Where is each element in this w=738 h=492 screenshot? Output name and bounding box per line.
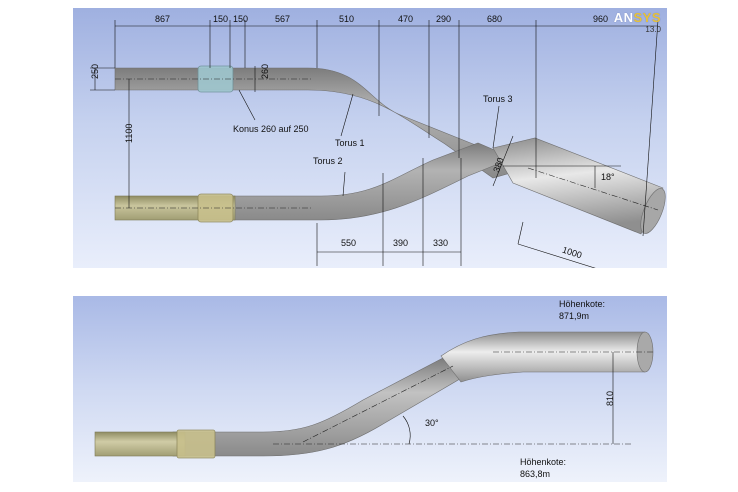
- dim-390: 390: [393, 238, 408, 248]
- dim-250: 250: [90, 64, 100, 79]
- main-pipe: [492, 137, 664, 235]
- dim-330: 330: [433, 238, 448, 248]
- ansys-logo: ANSYS: [613, 10, 661, 25]
- dim-810: 810: [605, 391, 615, 406]
- label-torus3: Torus 3: [483, 94, 513, 104]
- dim-150b: 150: [233, 14, 248, 24]
- dim-380: 380: [491, 156, 506, 174]
- dim-angle-18: 18°: [601, 172, 615, 182]
- dim-1100: 1100: [124, 124, 134, 143]
- dim-470: 470: [398, 14, 413, 24]
- label-torus1: Torus 1: [335, 138, 365, 148]
- ansys-version: 13.0: [645, 25, 661, 34]
- top-dimension-lines: [114, 19, 659, 237]
- dim-510: 510: [339, 14, 354, 24]
- elevation-bottom-value: 863,8m: [520, 469, 551, 479]
- elevation-top-label: Höhenkote:: [559, 299, 606, 309]
- dim-550: 550: [341, 238, 356, 248]
- top-view-panel: 867 150 150 567 510 470 290 680 960 250 …: [73, 8, 667, 268]
- dim-290: 290: [436, 14, 451, 24]
- lower-pipe: [232, 142, 514, 221]
- dim-567: 567: [275, 14, 290, 24]
- side-konus: [176, 429, 216, 459]
- elevation-bottom: Höhenkote: 863,8m: [520, 456, 566, 480]
- dim-angle-30: 30°: [425, 418, 439, 428]
- label-konus: Konus 260 auf 250: [233, 124, 309, 134]
- dim-1000: 1000: [561, 245, 583, 261]
- top-view-drawing: 867 150 150 567 510 470 290 680 960 250 …: [90, 14, 666, 268]
- side-pipe: [172, 357, 466, 457]
- dim-150a: 150: [213, 14, 228, 24]
- top-dimension-values: 867 150 150 567 510 470 290 680 960: [155, 14, 608, 24]
- side-view-panel: 810 30° Höhenkote: 871,9m Höhenkote: 863…: [73, 296, 667, 482]
- elevation-bottom-label: Höhenkote:: [520, 457, 567, 467]
- dim-867: 867: [155, 14, 170, 24]
- side-view-drawing: 810 30°: [94, 331, 654, 459]
- side-pipe-yellow-section: [94, 431, 186, 457]
- elevation-top-value: 871,9m: [559, 311, 590, 321]
- dim-260: 260: [260, 64, 270, 79]
- dim-680: 680: [487, 14, 502, 24]
- dim-960: 960: [593, 14, 608, 24]
- main-pipe-end: [640, 188, 666, 234]
- side-main-pipe: [440, 331, 646, 383]
- elevation-top: Höhenkote: 871,9m: [559, 298, 605, 322]
- label-torus2: Torus 2: [313, 156, 343, 166]
